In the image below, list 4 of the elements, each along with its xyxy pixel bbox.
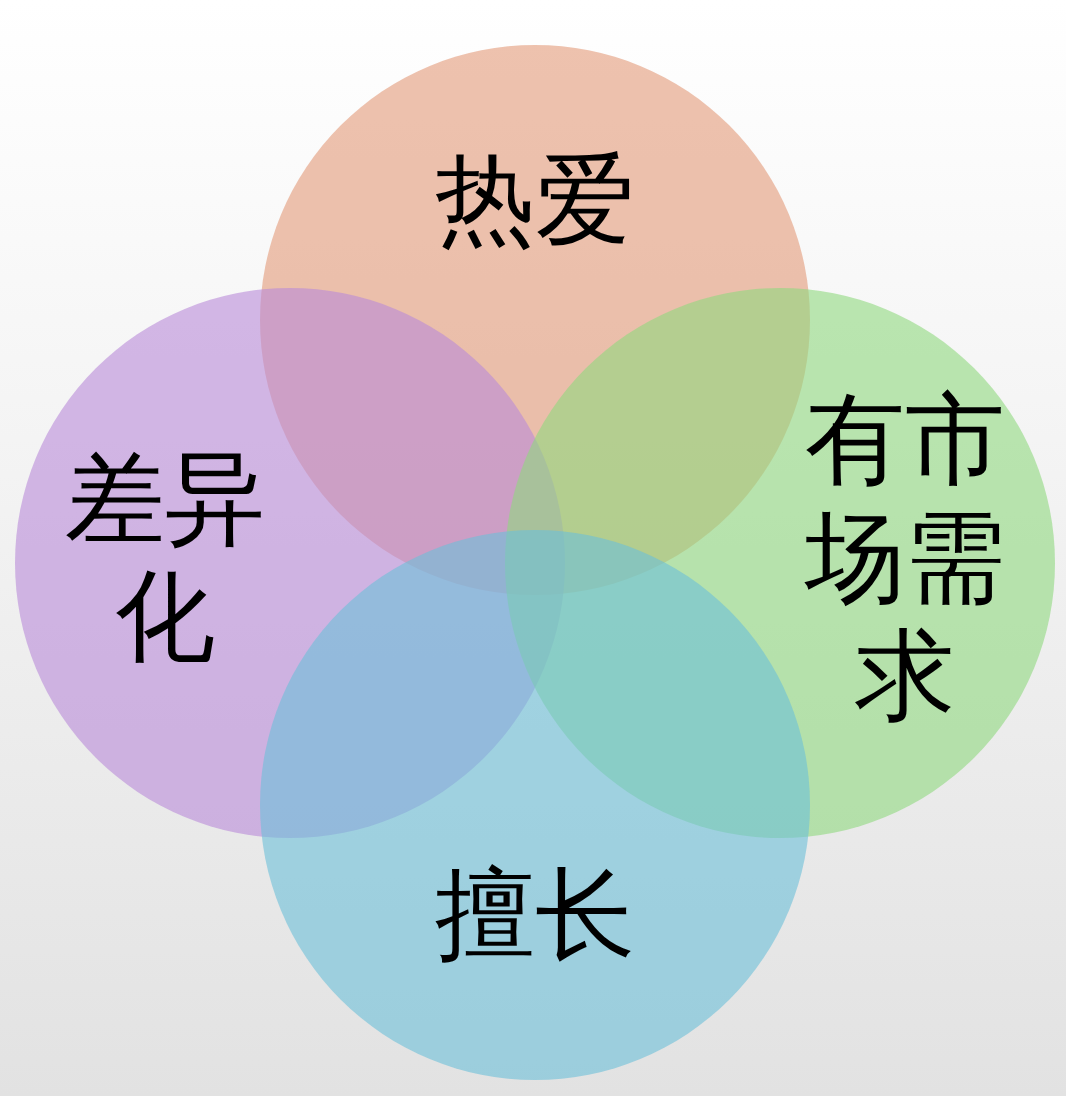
circle-label: 差异化 xyxy=(64,440,266,676)
circle-label: 有市场需求 xyxy=(803,381,1006,735)
circle-label: 热爱 xyxy=(434,141,636,259)
circle-label: 擅长 xyxy=(434,856,636,974)
